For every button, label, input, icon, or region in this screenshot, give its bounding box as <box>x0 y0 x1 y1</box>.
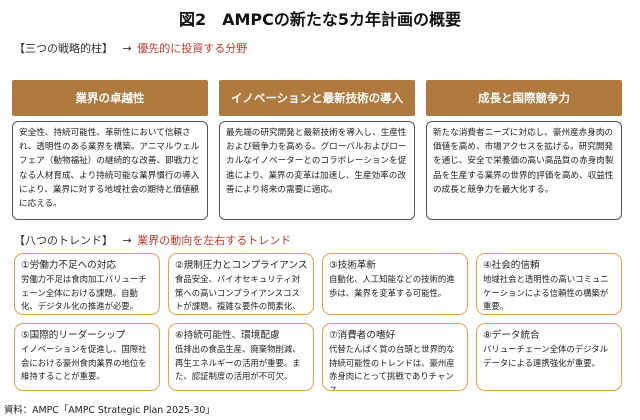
pillar-header-1: 業界の卓越性 <box>12 80 208 116</box>
pillars-heading-note: 優先的に投資する分野 <box>137 42 248 55</box>
trend-card-1: ①労働力不足への対応 労働力不足は食肉加工バリューチェーン全体における課題。自動… <box>14 253 160 315</box>
trend-title: ①労働力不足への対応 <box>21 260 116 271</box>
trend-description: 労働力不足は食肉加工バリューチェーン全体における課題。自動化、デジタル化の推進が… <box>21 274 147 312</box>
trend-description: 代替たんぱく質の台頭と世界的な持続可能性のトレンドは、豪州産赤身肉にとって挑戦で… <box>329 344 455 391</box>
trend-card-3: ③技術革新 自動化、人工知能などの技術的進歩は、業界を変革する可能性。 <box>322 253 468 315</box>
pillars-section-heading: 【三つの戦略的柱】 → 優先的に投資する分野 <box>14 40 247 56</box>
trend-description: 地域社会と透明性の高いコミュニケーションによる信頼性の構築が重要。 <box>483 274 609 312</box>
trend-card-4: ④社会的信頼 地域社会と透明性の高いコミュニケーションによる信頼性の構築が重要。 <box>476 253 622 315</box>
trends-heading-label: 【八つのトレンド】 <box>14 234 113 247</box>
trends-section-heading: 【八つのトレンド】 → 業界の動向を左右するトレンド <box>14 232 291 248</box>
pillar-description-1: 安全性、持続可能性、革新性において信頼され、透明性のある業界を構築。アニマルウェ… <box>12 121 208 220</box>
trend-card-2: ②規制圧力とコンプライアンス 食品安全、バイオセキュリティ対策への高いコンプライ… <box>168 253 314 315</box>
trend-description: イノベーションを促進し、国際社会における豪州食肉業界の地位を維持することが重要。 <box>21 344 147 382</box>
trend-description: 低排出の食品生産、廃棄物削減、再生エネルギーの活用が重要。また、認証制度の活用が… <box>175 344 301 382</box>
trend-card-6: ⑥持続可能性、環境配慮 低排出の食品生産、廃棄物削減、再生エネルギーの活用が重要… <box>168 323 314 391</box>
trend-card-7: ⑦消費者の嗜好 代替たんぱく質の台頭と世界的な持続可能性のトレンドは、豪州産赤身… <box>322 323 468 391</box>
trends-heading-note: 業界の動向を左右するトレンド <box>137 234 292 247</box>
trend-title: ⑥持続可能性、環境配慮 <box>175 330 280 341</box>
right-arrow-icon: → <box>122 42 132 55</box>
trend-title: ④社会的信頼 <box>483 260 540 271</box>
pillar-description-3: 新たな消費者ニーズに対応し、豪州産赤身肉の価値を高め、市場アクセスを拡げる。研究… <box>426 121 622 220</box>
pillar-header-3: 成長と国際競争力 <box>426 80 622 116</box>
trend-description: バリューチェーン全体のデジタルデータによる連携強化が重要。 <box>483 344 609 368</box>
right-arrow-icon: → <box>122 234 132 247</box>
pillar-description-2: 最先端の研究開発と最新技術を導入し、生産性および競争力を高める。グローバルおよび… <box>219 121 415 220</box>
figure-title: 図2 AMPCの新たな5カ年計画の概要 <box>178 10 462 29</box>
source-note: 資料：AMPC「AMPC Strategic Plan 2025-30」 <box>4 405 215 416</box>
trend-title: ⑦消費者の嗜好 <box>329 330 396 341</box>
trend-card-8: ⑧データ統合 バリューチェーン全体のデジタルデータによる連携強化が重要。 <box>476 323 622 391</box>
trend-title: ⑤国際的リーダーシップ <box>21 330 126 341</box>
trend-card-5: ⑤国際的リーダーシップ イノベーションを促進し、国際社会における豪州食肉業界の地… <box>14 323 160 391</box>
trend-description: 自動化、人工知能などの技術的進歩は、業界を変革する可能性。 <box>329 274 455 298</box>
pillars-heading-label: 【三つの戦略的柱】 <box>14 42 113 55</box>
trend-description: 食品安全、バイオセキュリティ対策への高いコンプライアンスコストが課題。複雑な要件… <box>175 274 301 312</box>
trend-title: ③技術革新 <box>329 260 376 271</box>
trend-title: ⑧データ統合 <box>483 330 540 341</box>
pillar-header-2: イノベーションと最新技術の導入 <box>219 80 415 116</box>
trend-title: ②規制圧力とコンプライアンス <box>175 260 308 271</box>
